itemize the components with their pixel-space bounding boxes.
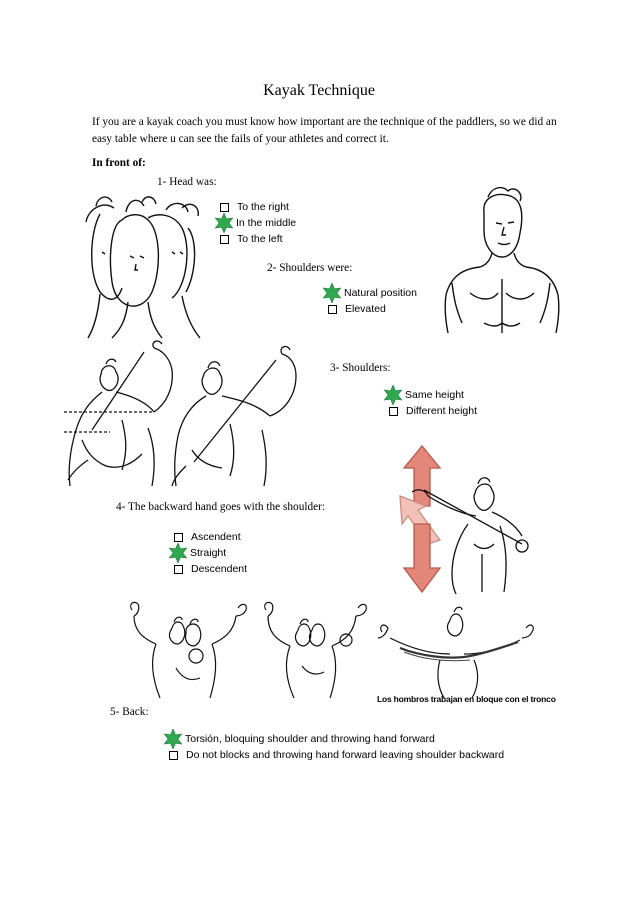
q1-option-1[interactable]: To the right: [220, 199, 296, 215]
intro-paragraph: If you are a kayak coach you must know h…: [92, 116, 557, 145]
heads-illustration: [82, 192, 212, 342]
star-check-icon: [214, 213, 234, 233]
figure-caption: Los hombros trabajan en bloque con el tr…: [377, 694, 556, 704]
q3-options: Same height Different height: [383, 385, 477, 419]
back-torsion-illustration: [120, 598, 540, 706]
q2-option-1[interactable]: Natural position: [322, 283, 417, 303]
section-heading: In front of:: [92, 157, 146, 169]
star-check-icon: [168, 543, 188, 563]
star-check-icon: [322, 283, 342, 303]
checkbox-icon: [169, 750, 178, 760]
q1-option-2[interactable]: In the middle: [214, 213, 296, 233]
q4-option-3[interactable]: Descendent: [174, 561, 247, 577]
q3-option-1[interactable]: Same height: [383, 385, 477, 405]
q3-option-2[interactable]: Different height: [389, 403, 477, 419]
shoulders-illustration: [440, 183, 565, 333]
q1-options: To the right In the middle To the left: [214, 199, 296, 247]
q5-option-2[interactable]: Do not blocks and throwing hand forward …: [169, 747, 504, 763]
q5-options: Torsión, bloquing shoulder and throwing …: [163, 729, 504, 763]
star-check-icon: [383, 385, 403, 405]
q4-option-2[interactable]: Straight: [168, 543, 247, 563]
q2-option-2[interactable]: Elevated: [328, 301, 417, 317]
checkbox-icon: [389, 406, 398, 416]
q4-options: Ascendent Straight Descendent: [168, 529, 247, 577]
q1-option-3[interactable]: To the left: [220, 231, 296, 247]
q2-label: 2- Shoulders were:: [267, 262, 353, 274]
q4-label: 4- The backward hand goes with the shoul…: [116, 501, 326, 513]
page-title: Kayak Technique: [263, 82, 375, 99]
q5-option-1[interactable]: Torsión, bloquing shoulder and throwing …: [163, 729, 504, 749]
q4-option-1[interactable]: Ascendent: [174, 529, 247, 545]
checkbox-icon: [174, 564, 183, 574]
q3-label: 3- Shoulders:: [330, 362, 391, 374]
q5-label: 5- Back:: [110, 706, 149, 718]
backward-hand-illustration: [399, 444, 532, 594]
shoulder-height-illustration: [62, 340, 320, 488]
checkbox-icon: [328, 304, 337, 314]
q2-options: Natural position Elevated: [322, 283, 417, 317]
checkbox-icon: [220, 202, 229, 212]
checkbox-icon: [174, 532, 183, 542]
checkbox-icon: [220, 234, 229, 244]
star-check-icon: [163, 729, 183, 749]
q1-label: 1- Head was:: [157, 176, 217, 188]
